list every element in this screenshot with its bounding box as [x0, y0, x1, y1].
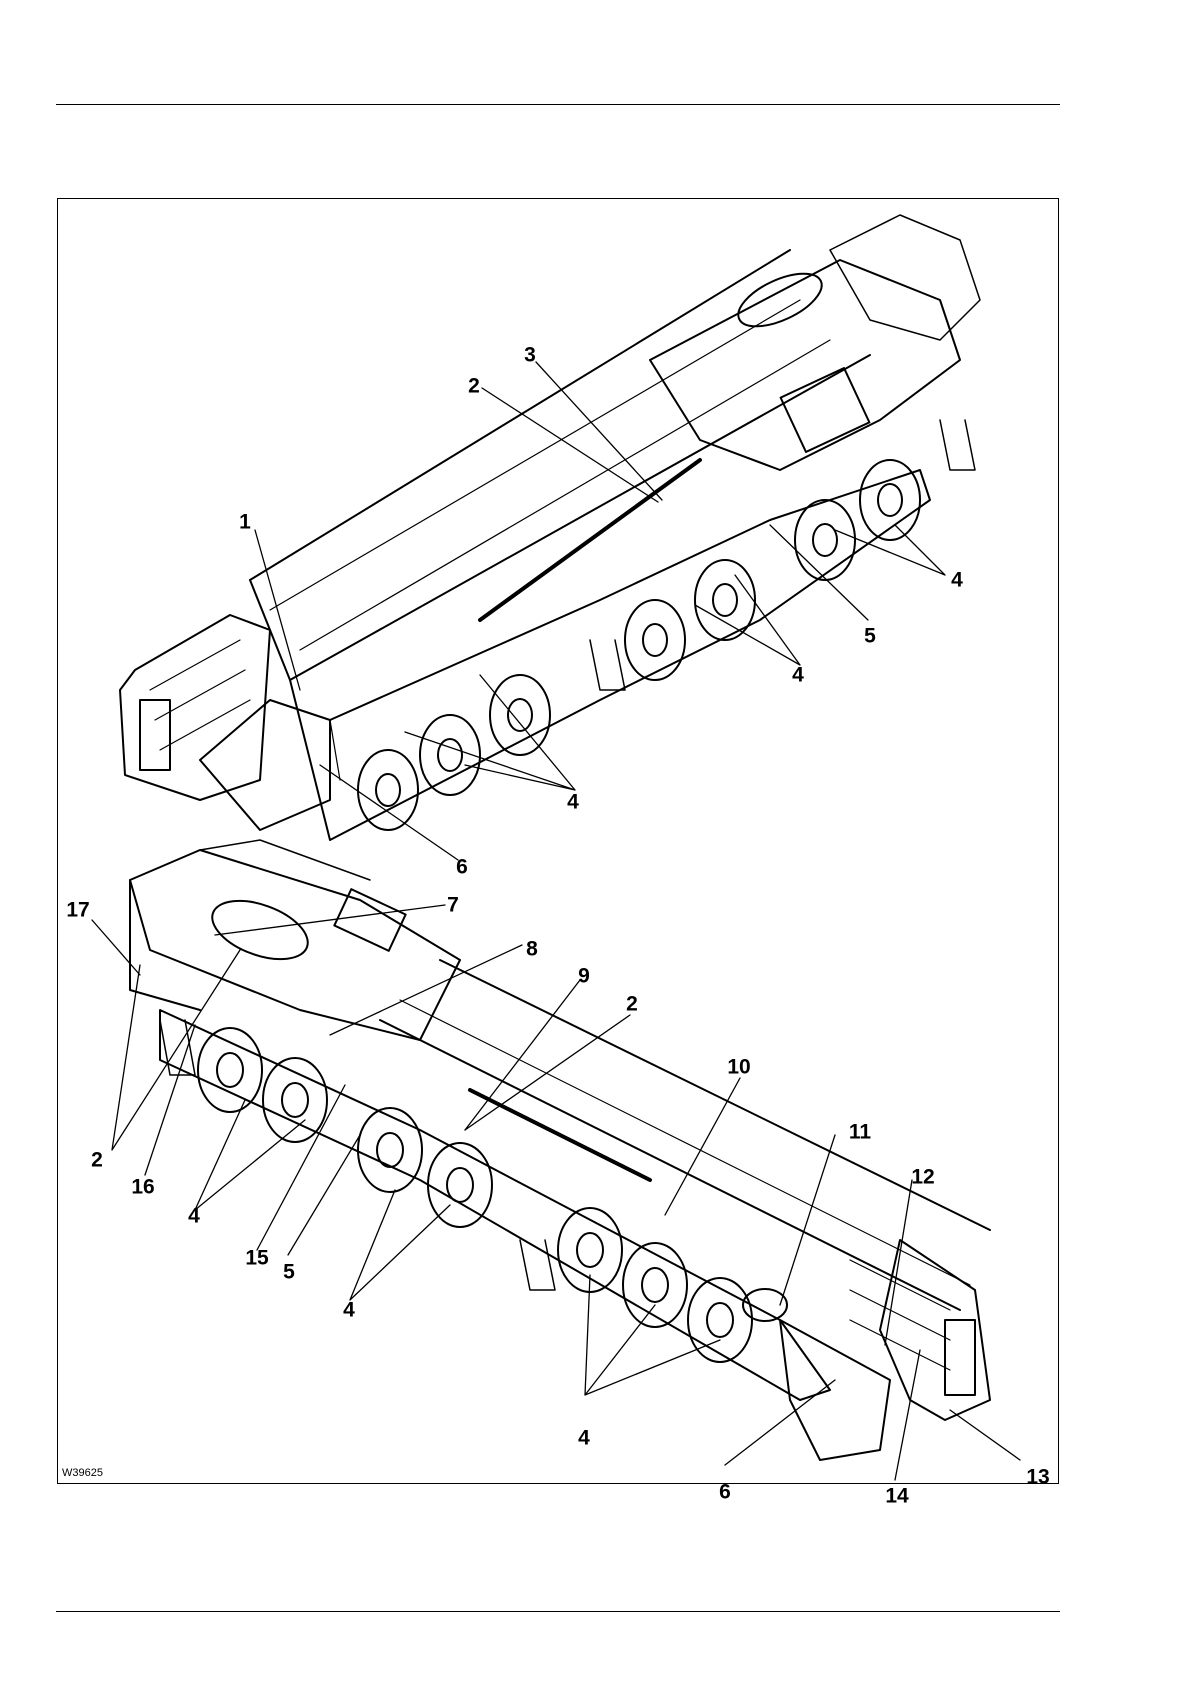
callout-2-lower-left: 2	[91, 1150, 103, 1171]
callout-2-lower-right: 2	[626, 994, 638, 1015]
callout-15-lower: 15	[245, 1248, 268, 1269]
callout-6-upper: 6	[456, 857, 468, 878]
crane-illustration	[57, 198, 1059, 1484]
callout-16-lower: 16	[131, 1177, 154, 1198]
callout-17-lower: 17	[66, 900, 89, 921]
callout-10-lower: 10	[727, 1057, 750, 1078]
callout-4-lower-left: 4	[188, 1206, 200, 1227]
callout-4-upper-middle: 4	[792, 665, 804, 686]
callout-12-lower: 12	[911, 1167, 934, 1188]
callout-6-lower: 6	[719, 1482, 731, 1503]
callout-3-upper: 3	[524, 345, 536, 366]
callout-5-lower: 5	[283, 1262, 295, 1283]
callout-8-lower: 8	[526, 939, 538, 960]
callout-4-upper-left: 4	[567, 792, 579, 813]
callout-5-upper: 5	[864, 626, 876, 647]
header-rule	[56, 104, 1060, 105]
callout-1-upper: 1	[239, 512, 251, 533]
lower-crane-drawing	[130, 840, 990, 1460]
footer-rule	[56, 1611, 1060, 1612]
callout-7-lower: 7	[447, 895, 459, 916]
callout-4-upper-right: 4	[951, 570, 963, 591]
callout-14-lower: 14	[885, 1486, 908, 1507]
callout-9-lower: 9	[578, 966, 590, 987]
figure-code: W39625	[62, 1467, 103, 1479]
callout-11-lower: 11	[849, 1122, 871, 1143]
callout-4-lower-right: 4	[578, 1428, 590, 1449]
callout-2-upper: 2	[468, 376, 480, 397]
callout-13-lower: 13	[1026, 1467, 1049, 1488]
lower-leader-lines	[92, 905, 1020, 1480]
callout-4-lower-middle: 4	[343, 1300, 355, 1321]
